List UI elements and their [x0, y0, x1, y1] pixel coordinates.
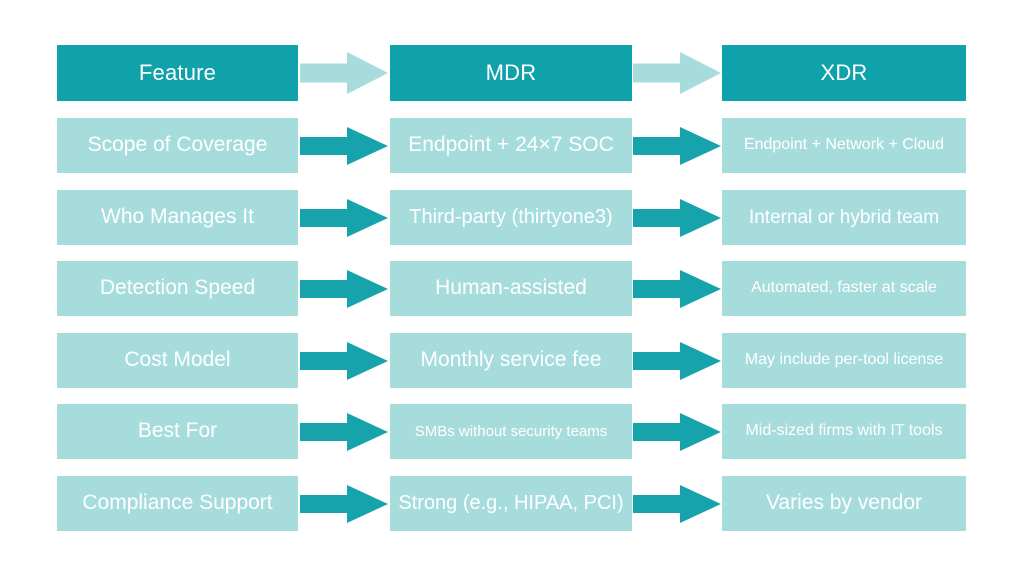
- column-header-mdr-label: MDR: [485, 60, 537, 86]
- table-row: Internal or hybrid team: [722, 190, 966, 245]
- cell-xdr: Automated, faster at scale: [751, 279, 937, 297]
- table-row: Scope of Coverage: [57, 118, 298, 173]
- right-arrow-icon-row-0-a: [300, 127, 388, 165]
- table-row: SMBs without security teams: [390, 404, 632, 459]
- cell-feature: Scope of Coverage: [87, 133, 268, 157]
- right-arrow-icon-header-2: [633, 52, 721, 94]
- right-arrow-icon-row-4-a: [300, 413, 388, 451]
- right-arrow-icon-header-1: [300, 52, 388, 94]
- cell-xdr: Mid-sized firms with IT tools: [745, 422, 943, 440]
- right-arrow-icon-row-2-b: [633, 270, 721, 308]
- cell-xdr: Endpoint + Network + Cloud: [743, 136, 945, 154]
- cell-xdr: May include per-tool license: [744, 351, 944, 369]
- cell-mdr: Strong (e.g., HIPAA, PCI): [398, 492, 624, 514]
- cell-feature: Compliance Support: [82, 491, 273, 515]
- table-row: Strong (e.g., HIPAA, PCI): [390, 476, 632, 531]
- table-row: Endpoint + Network + Cloud: [722, 118, 966, 173]
- right-arrow-icon-row-1-a: [300, 199, 388, 237]
- column-header-feature: Feature: [57, 45, 298, 101]
- cell-feature: Cost Model: [124, 348, 231, 372]
- right-arrow-icon-row-5-b: [633, 485, 721, 523]
- right-arrow-icon-row-0-b: [633, 127, 721, 165]
- cell-mdr: Human-assisted: [435, 276, 587, 300]
- table-row: Best For: [57, 404, 298, 459]
- right-arrow-icon-row-1-b: [633, 199, 721, 237]
- table-row: Third-party (thirtyone3): [390, 190, 632, 245]
- cell-xdr: Internal or hybrid team: [748, 206, 940, 228]
- table-row: Monthly service fee: [390, 333, 632, 388]
- column-header-xdr: XDR: [722, 45, 966, 101]
- cell-xdr: Varies by vendor: [765, 491, 923, 515]
- cell-mdr: Monthly service fee: [420, 348, 602, 372]
- table-row: Compliance Support: [57, 476, 298, 531]
- table-row: Detection Speed: [57, 261, 298, 316]
- right-arrow-icon-row-3-a: [300, 342, 388, 380]
- table-row: Cost Model: [57, 333, 298, 388]
- table-row: Endpoint + 24×7 SOC: [390, 118, 632, 173]
- table-row: May include per-tool license: [722, 333, 966, 388]
- table-row: Automated, faster at scale: [722, 261, 966, 316]
- cell-mdr: Endpoint + 24×7 SOC: [408, 133, 614, 157]
- table-row: Varies by vendor: [722, 476, 966, 531]
- cell-feature: Best For: [137, 419, 218, 443]
- table-row: Who Manages It: [57, 190, 298, 245]
- right-arrow-icon-row-2-a: [300, 270, 388, 308]
- column-header-feature-label: Feature: [138, 60, 217, 86]
- table-row: Mid-sized firms with IT tools: [722, 404, 966, 459]
- right-arrow-icon-row-5-a: [300, 485, 388, 523]
- column-header-mdr: MDR: [390, 45, 632, 101]
- cell-feature: Who Manages It: [101, 205, 254, 229]
- table-row: Human-assisted: [390, 261, 632, 316]
- column-header-xdr-label: XDR: [820, 60, 868, 86]
- cell-mdr: SMBs without security teams: [414, 422, 608, 440]
- right-arrow-icon-row-3-b: [633, 342, 721, 380]
- cell-mdr: Third-party (thirtyone3): [409, 206, 613, 228]
- cell-feature: Detection Speed: [99, 276, 256, 300]
- right-arrow-icon-row-4-b: [633, 413, 721, 451]
